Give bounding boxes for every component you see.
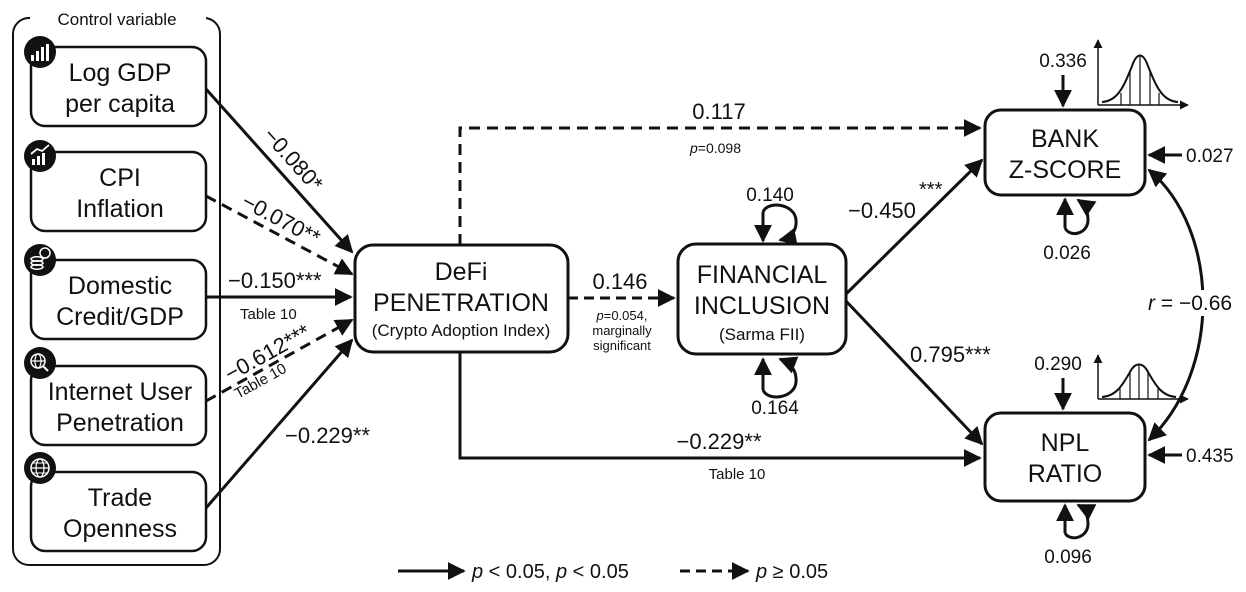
control-variable-group: Control variable Log GDP per capita CPI … <box>12 6 221 566</box>
error-value: 0.027 <box>1186 146 1234 167</box>
legend-solid-label: p < 0.05, p < 0.05 <box>471 561 629 583</box>
path-fin-npl <box>843 298 984 446</box>
bell-curve-icon <box>1093 39 1189 110</box>
error-value: 0.336 <box>1039 51 1087 72</box>
legend-dashed-label: p ≥ 0.05 <box>755 561 828 583</box>
control-label: Credit/GDP <box>56 303 184 331</box>
node-title: FINANCIAL <box>697 261 828 289</box>
control-log-gdp: Log GDP per capita <box>24 36 208 128</box>
correlation-label: r = −0.66 <box>1148 292 1232 315</box>
node-box <box>353 243 570 354</box>
self-loop-npl: 0.096 <box>1044 503 1097 568</box>
control-box <box>29 45 208 128</box>
error-npl-top: 0.290 <box>1034 354 1082 411</box>
node-title: NPL <box>1041 429 1090 457</box>
control-label: Openness <box>63 515 177 543</box>
control-arrows <box>204 87 354 509</box>
node-npl-ratio: NPL RATIO <box>983 411 1147 503</box>
loop-value: 0.026 <box>1043 243 1091 264</box>
coef-defi-fin: 0.146 <box>592 269 647 294</box>
path-gdp-defi <box>204 87 354 254</box>
coef-trade-defi: −0.229** <box>285 423 370 448</box>
coef-defi-npl: −0.229** <box>676 429 761 454</box>
control-domestic-credit: Domestic Credit/GDP <box>24 244 208 341</box>
stars-fin-bank: *** <box>919 179 943 201</box>
path-trade-defi <box>204 338 354 509</box>
node-title: RATIO <box>1028 460 1103 488</box>
note-defi-fin: marginally <box>592 323 652 338</box>
node-title: PENETRATION <box>373 289 549 317</box>
coef-credit-defi: −0.150*** <box>228 268 322 293</box>
control-group-title: Control variable <box>57 10 176 29</box>
note-defi-fin: significant <box>593 338 651 353</box>
note-defi-npl: Table 10 <box>709 466 766 483</box>
node-subtitle: (Sarma FII) <box>719 325 805 344</box>
pval-defi-bank: p=0.098 <box>689 140 741 156</box>
path-fin-bank <box>843 158 984 297</box>
error-value: 0.290 <box>1034 354 1082 375</box>
self-loop-fin-top: 0.140 <box>746 185 798 246</box>
node-bank-zscore: BANK Z-SCORE <box>983 108 1147 197</box>
node-subtitle: (Crypto Adoption Index) <box>372 321 551 340</box>
coef-fin-bank: −0.450 <box>848 198 916 223</box>
path-cpi-defi <box>205 194 354 276</box>
coef-fin-npl: 0.795*** <box>910 342 991 367</box>
node-title: BANK <box>1031 125 1099 153</box>
loop-value: 0.140 <box>746 185 794 206</box>
control-trade-openness: Trade Openness <box>24 452 208 553</box>
control-cpi-inflation: CPI Inflation <box>24 140 208 233</box>
error-bank-right: 0.027 <box>1147 146 1234 167</box>
self-loop-bank: 0.026 <box>1043 197 1097 264</box>
control-label: CPI <box>99 164 141 192</box>
error-value: 0.435 <box>1186 446 1234 467</box>
control-box <box>29 470 208 553</box>
path-internet-defi <box>205 318 354 403</box>
node-financial-inclusion: FINANCIAL INCLUSION (Sarma FII) <box>676 242 848 356</box>
pval-defi-fin: p=0.054, <box>596 308 648 323</box>
control-label: Penetration <box>56 409 184 437</box>
control-label: Internet User <box>48 378 193 406</box>
loop-value: 0.164 <box>751 398 799 419</box>
error-npl-right: 0.435 <box>1147 446 1234 467</box>
bar-chart-icon <box>24 36 56 68</box>
control-label: Trade <box>88 484 152 512</box>
node-box <box>676 242 848 356</box>
node-defi-penetration: DeFi PENETRATION (Crypto Adoption Index) <box>353 243 570 354</box>
bell-curve-icon <box>1093 354 1189 404</box>
control-box <box>29 150 208 233</box>
coins-icon <box>24 244 56 276</box>
path-defi-bank <box>458 119 982 245</box>
coef-cpi-defi: −0.070** <box>238 188 325 250</box>
control-box <box>29 364 208 447</box>
node-box <box>983 411 1147 503</box>
globe-icon <box>24 452 56 484</box>
control-label: per capita <box>65 90 175 118</box>
globe-search-icon <box>24 347 56 379</box>
coef-defi-bank: 0.117 <box>692 99 745 124</box>
control-label: Inflation <box>76 195 164 223</box>
node-title: INCLUSION <box>694 292 830 320</box>
loop-value: 0.096 <box>1044 547 1092 568</box>
node-box <box>983 108 1147 197</box>
control-label: Domestic <box>68 272 172 300</box>
path-defi-npl <box>458 352 982 467</box>
self-loop-fin-bottom: 0.164 <box>751 356 799 419</box>
control-label: Log GDP <box>69 59 172 87</box>
node-title: DeFi <box>435 258 488 286</box>
control-internet-user-penetration: Internet User Penetration <box>24 347 208 447</box>
node-title: Z-SCORE <box>1009 156 1122 184</box>
legend: p < 0.05, p < 0.05 p ≥ 0.05 <box>398 561 828 583</box>
error-bank-top: 0.336 <box>1039 51 1087 108</box>
line-chart-icon <box>24 140 56 172</box>
note-credit-defi: Table 10 <box>240 306 297 323</box>
control-box <box>29 258 208 341</box>
